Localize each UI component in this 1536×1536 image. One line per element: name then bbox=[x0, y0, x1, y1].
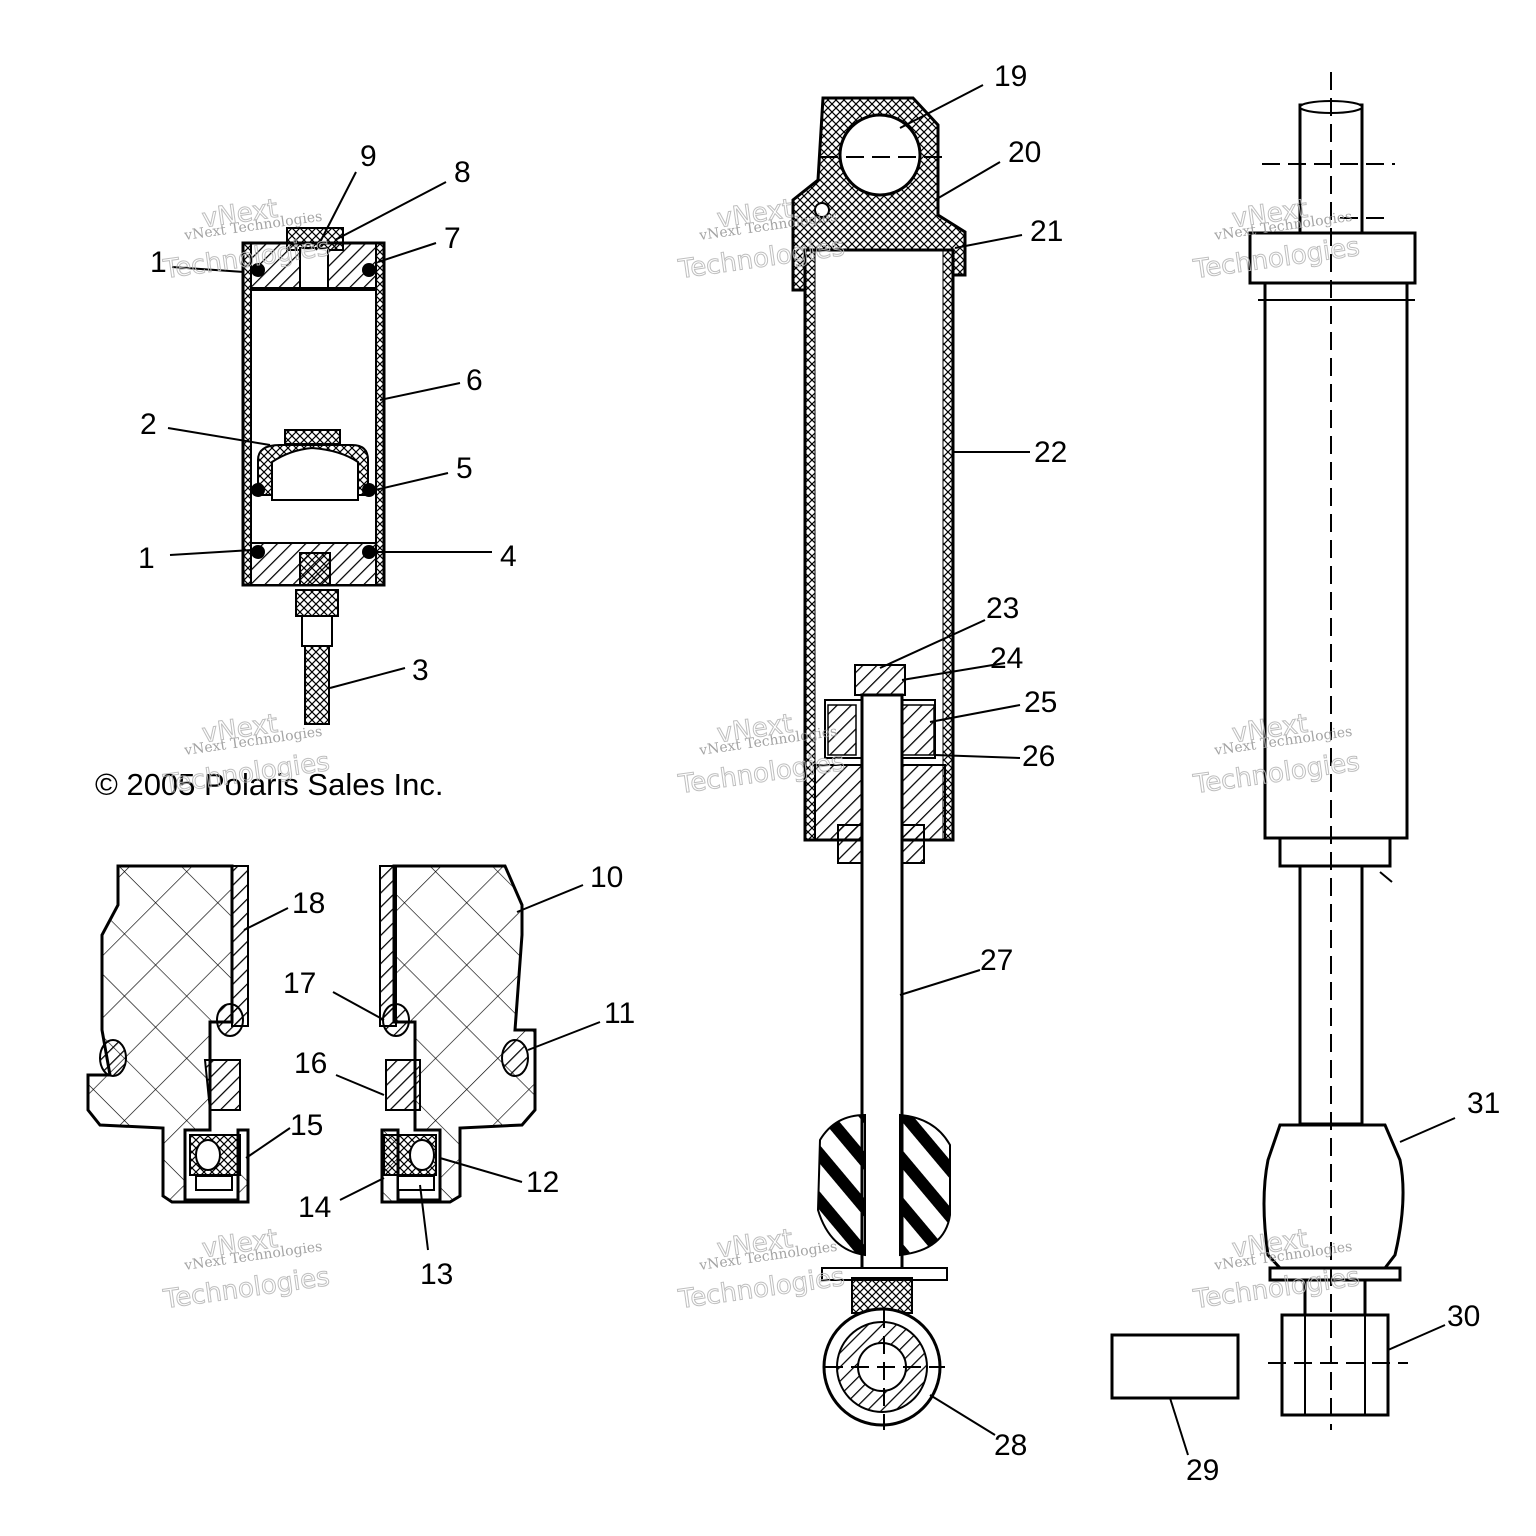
piston-rod bbox=[860, 693, 904, 1277]
callout-21: 21 bbox=[1030, 215, 1063, 248]
callout-27: 27 bbox=[980, 944, 1013, 977]
shock-exterior bbox=[1110, 72, 1417, 1430]
callout-9: 9 bbox=[360, 140, 377, 173]
callout-16: 16 bbox=[294, 1047, 327, 1080]
o-ring-top bbox=[251, 263, 265, 277]
callout-labels: 1 1 2 3 4 5 6 7 8 9 10 11 12 13 14 15 16… bbox=[138, 60, 1500, 1487]
hose bbox=[304, 645, 330, 725]
watermark: vNext Technologies vNext Technologies bbox=[675, 1223, 847, 1315]
hose-fitting bbox=[295, 589, 339, 617]
callout-14: 14 bbox=[298, 1191, 331, 1224]
callout-3: 3 bbox=[412, 654, 429, 687]
reservoir-assembly bbox=[241, 227, 386, 725]
o-ring-inner-left bbox=[216, 1003, 244, 1037]
callout-8: 8 bbox=[454, 156, 471, 189]
snap-ring-left bbox=[195, 1175, 233, 1191]
callout-17: 17 bbox=[283, 967, 316, 1000]
callout-11: 11 bbox=[604, 997, 635, 1030]
callout-6: 6 bbox=[466, 364, 483, 397]
watermark: vNext Technologies vNext Technologies bbox=[160, 1223, 332, 1315]
seal-head-right bbox=[380, 864, 537, 1204]
outer-body bbox=[1263, 281, 1409, 840]
body-cap bbox=[1278, 836, 1392, 868]
callout-20: 20 bbox=[1008, 136, 1041, 169]
shaft-wall-right bbox=[379, 865, 397, 1027]
callout-19: 19 bbox=[994, 60, 1027, 93]
shock-cutaway bbox=[791, 96, 967, 1430]
bumper-left bbox=[816, 1113, 866, 1257]
shaft-seal-right bbox=[385, 1059, 421, 1111]
o-ring-outer-right bbox=[501, 1039, 529, 1077]
callout-30: 30 bbox=[1447, 1300, 1480, 1333]
callout-26: 26 bbox=[1022, 740, 1055, 773]
callout-24: 24 bbox=[990, 642, 1023, 675]
callout-1a: 1 bbox=[150, 246, 167, 279]
callout-12: 12 bbox=[526, 1166, 559, 1199]
o-ring-top-right bbox=[362, 263, 376, 277]
leader-lines bbox=[167, 84, 1456, 1456]
callout-10: 10 bbox=[590, 861, 623, 894]
callout-22: 22 bbox=[1034, 436, 1067, 469]
seal-head-detail bbox=[86, 864, 537, 1204]
callout-31: 31 bbox=[1467, 1087, 1500, 1120]
copyright-notice: © 2005 Polaris Sales Inc. bbox=[95, 767, 444, 802]
callout-25: 25 bbox=[1024, 686, 1057, 719]
lower-thread bbox=[851, 1277, 913, 1314]
callout-29: 29 bbox=[1186, 1454, 1219, 1487]
o-ring-inner-right bbox=[382, 1003, 410, 1037]
eyelet-bore bbox=[838, 113, 922, 197]
callout-18: 18 bbox=[292, 887, 325, 920]
snap-ring-right bbox=[397, 1175, 435, 1191]
callout-5: 5 bbox=[456, 452, 473, 485]
spacer bbox=[1110, 1333, 1240, 1400]
shaft-seal-left bbox=[203, 1059, 241, 1111]
bumper-right bbox=[899, 1113, 951, 1257]
callout-4: 4 bbox=[500, 540, 517, 573]
callout-15: 15 bbox=[290, 1109, 323, 1142]
callout-28: 28 bbox=[994, 1429, 1027, 1462]
callout-2: 2 bbox=[140, 408, 157, 441]
callout-13: 13 bbox=[420, 1258, 453, 1291]
callout-1b: 1 bbox=[138, 542, 155, 575]
shaft-wall-left bbox=[231, 865, 249, 1027]
callout-7: 7 bbox=[444, 222, 461, 255]
piston-nut bbox=[854, 664, 906, 696]
callout-23: 23 bbox=[986, 592, 1019, 625]
lower-eyelet-exterior bbox=[1280, 1313, 1390, 1417]
top-collar bbox=[1248, 231, 1417, 285]
o-ring-outer-left bbox=[99, 1039, 127, 1077]
